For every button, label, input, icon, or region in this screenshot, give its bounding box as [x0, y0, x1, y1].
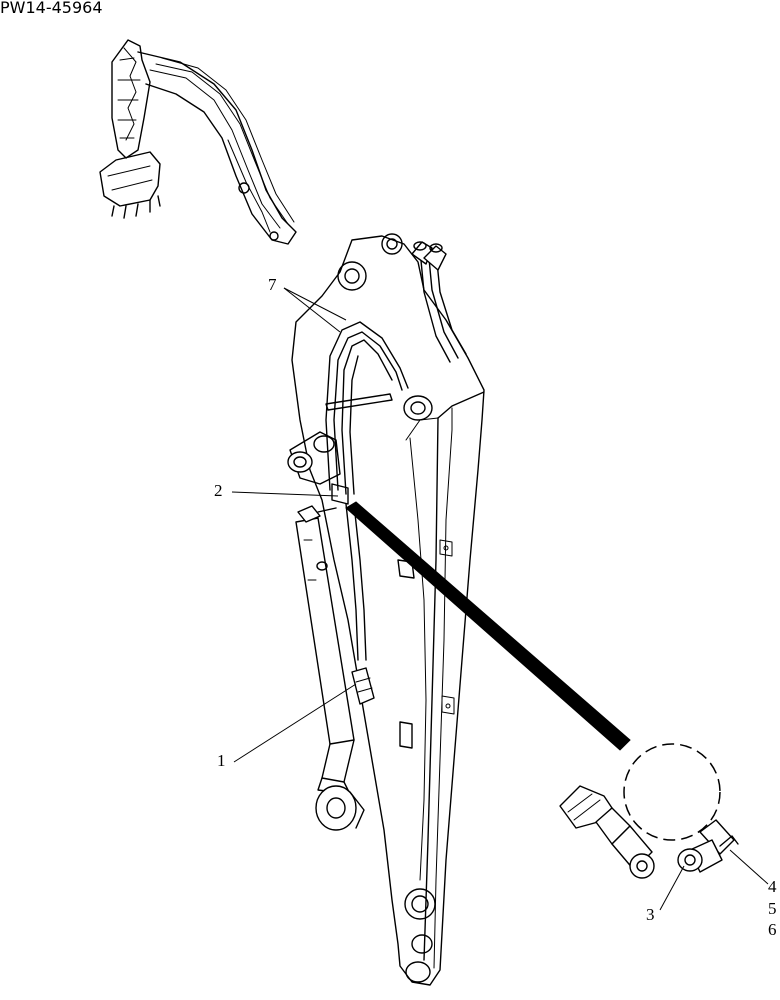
detail-clamp-right: [677, 819, 739, 873]
detail-circle: [623, 743, 721, 841]
main-arm: [291, 233, 485, 986]
drawing-reference: PW14-45964: [0, 0, 103, 17]
hoses: [297, 241, 467, 705]
overview-machine: [99, 39, 297, 245]
leader-lines: [231, 287, 769, 911]
detail-fitting-left: [559, 785, 655, 879]
callout-7: 7: [268, 275, 277, 294]
hydraulic-cylinder: [287, 431, 365, 831]
callout-4: 4: [768, 877, 777, 896]
callout-1: 1: [217, 751, 226, 770]
callout-5: 5: [768, 899, 777, 918]
callout-2: 2: [214, 481, 223, 500]
callout-6: 6: [768, 920, 777, 939]
callout-3: 3: [646, 905, 655, 924]
detail-pointer: [345, 501, 631, 751]
